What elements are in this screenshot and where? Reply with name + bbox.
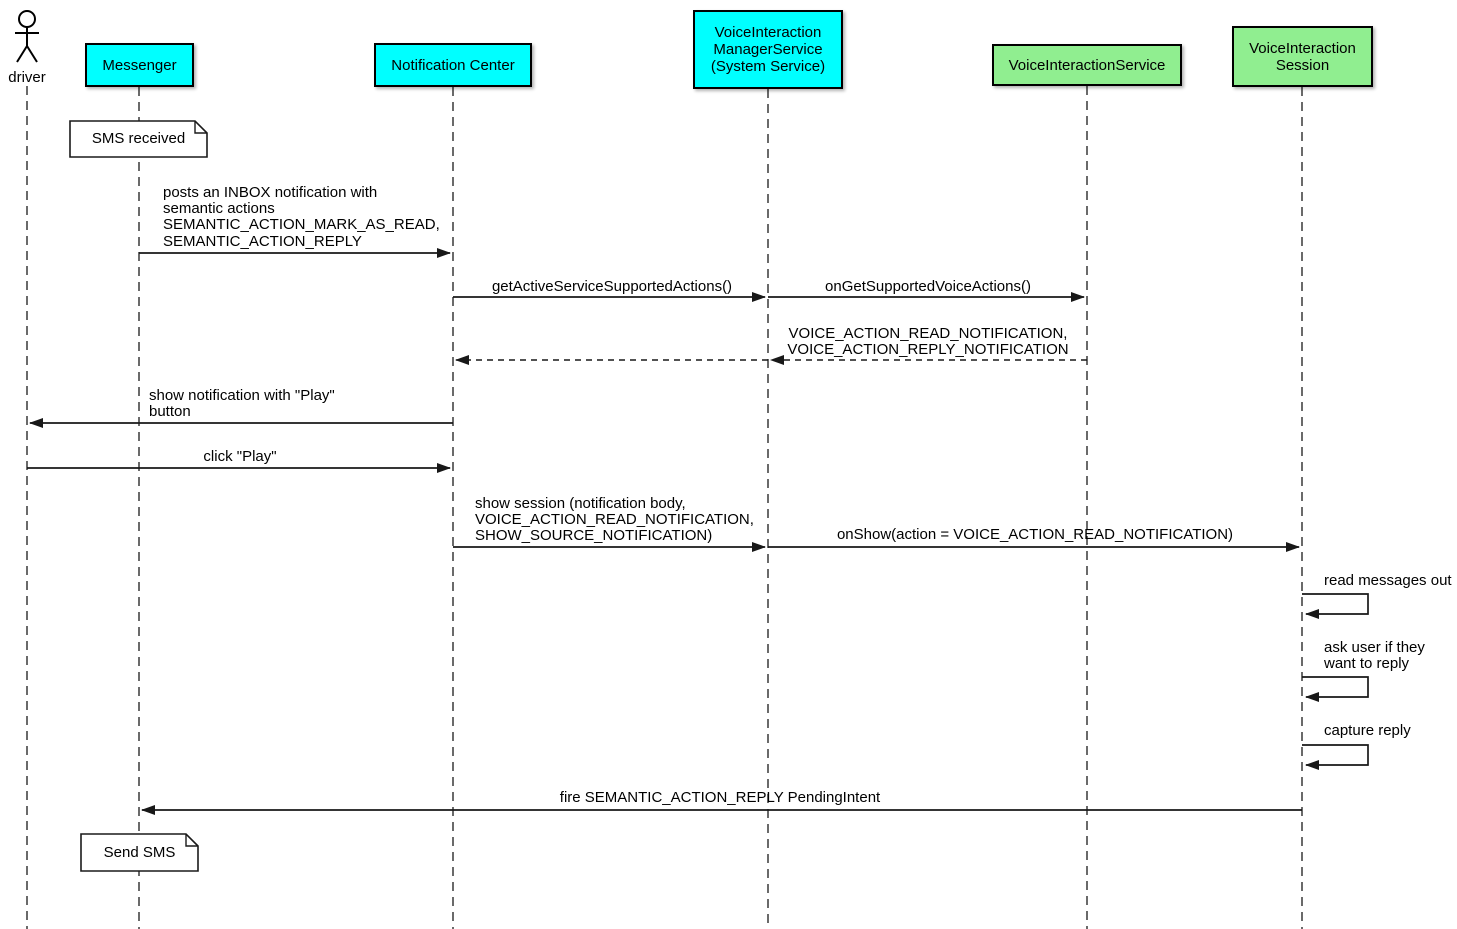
message-label-post-inbox: posts an INBOX notification with semanti…	[163, 184, 440, 250]
participant-voiceinteraction-session: VoiceInteraction Session	[1232, 26, 1373, 87]
participant-notification-center: Notification Center	[374, 43, 532, 87]
arrow-self-capture-reply	[1302, 744, 1369, 770]
participant-messenger: Messenger	[85, 43, 194, 87]
note-sms-received-label: SMS received	[91, 130, 186, 147]
message-label-read-messages: read messages out	[1324, 572, 1452, 589]
participant-voiceinteractionservice: VoiceInteractionService	[992, 44, 1182, 86]
message-label-capture-reply: capture reply	[1324, 722, 1411, 739]
message-label-fire-reply: fire SEMANTIC_ACTION_REPLY PendingIntent	[559, 789, 881, 806]
message-arrows	[27, 248, 1369, 815]
actor-figure-driver	[15, 10, 39, 63]
note-fold-sms-received	[194, 121, 207, 134]
message-label-show-notification: show notification with "Play" button	[149, 387, 335, 421]
note-fold-send-sms	[185, 834, 198, 847]
message-label-supported-actions-return: VOICE_ACTION_READ_NOTIFICATION, VOICE_AC…	[787, 325, 1069, 359]
participant-messenger-label: Messenger	[102, 56, 177, 74]
note-send-sms-label: Send SMS	[103, 844, 176, 861]
message-label-on-get-supported: onGetSupportedVoiceActions()	[825, 278, 1031, 295]
participant-notification-center-label: Notification Center	[391, 56, 515, 74]
participant-session-label: VoiceInteraction Session	[1249, 39, 1356, 74]
message-label-click-play: click "Play"	[203, 448, 277, 465]
actor-driver-label: driver	[8, 69, 46, 86]
lifelines	[26, 86, 1303, 929]
participant-vims-label: VoiceInteraction ManagerService (System …	[710, 24, 826, 75]
message-label-get-active-actions: getActiveServiceSupportedActions()	[491, 278, 733, 295]
arrow-self-read-messages	[1302, 593, 1369, 619]
arrow-self-ask-reply	[1302, 676, 1369, 702]
message-label-on-show: onShow(action = VOICE_ACTION_READ_NOTIFI…	[836, 526, 1234, 543]
message-label-show-session: show session (notification body, VOICE_A…	[475, 495, 754, 545]
note-shapes	[69, 120, 208, 872]
participant-vis-label: VoiceInteractionService	[1008, 56, 1166, 74]
participant-voiceinteraction-managerservice: VoiceInteraction ManagerService (System …	[693, 10, 843, 89]
note-shape-sms-received	[69, 120, 208, 158]
note-shape-send-sms	[80, 833, 199, 872]
message-label-ask-reply: ask user if they want to reply	[1324, 639, 1425, 673]
